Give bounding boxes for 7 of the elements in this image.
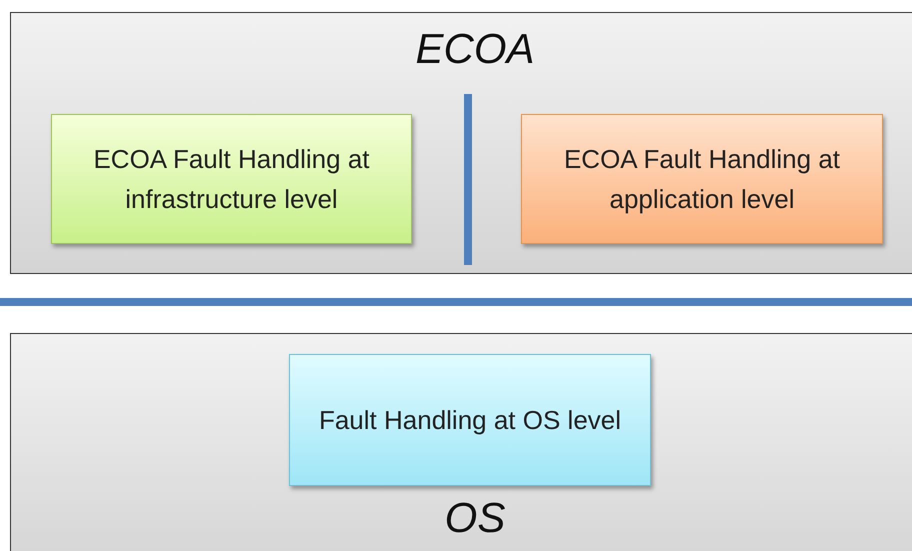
process-box: Fault Handling at OS level bbox=[289, 354, 651, 486]
layer-panel bbox=[10, 333, 912, 551]
process-box: ECOA Fault Handling at infrastructure level bbox=[51, 114, 412, 244]
process-box: ECOA Fault Handling at application level bbox=[521, 114, 883, 244]
layer-title: OS bbox=[444, 494, 506, 542]
layer-panel bbox=[10, 12, 912, 274]
layer-title: ECOA bbox=[415, 25, 535, 73]
